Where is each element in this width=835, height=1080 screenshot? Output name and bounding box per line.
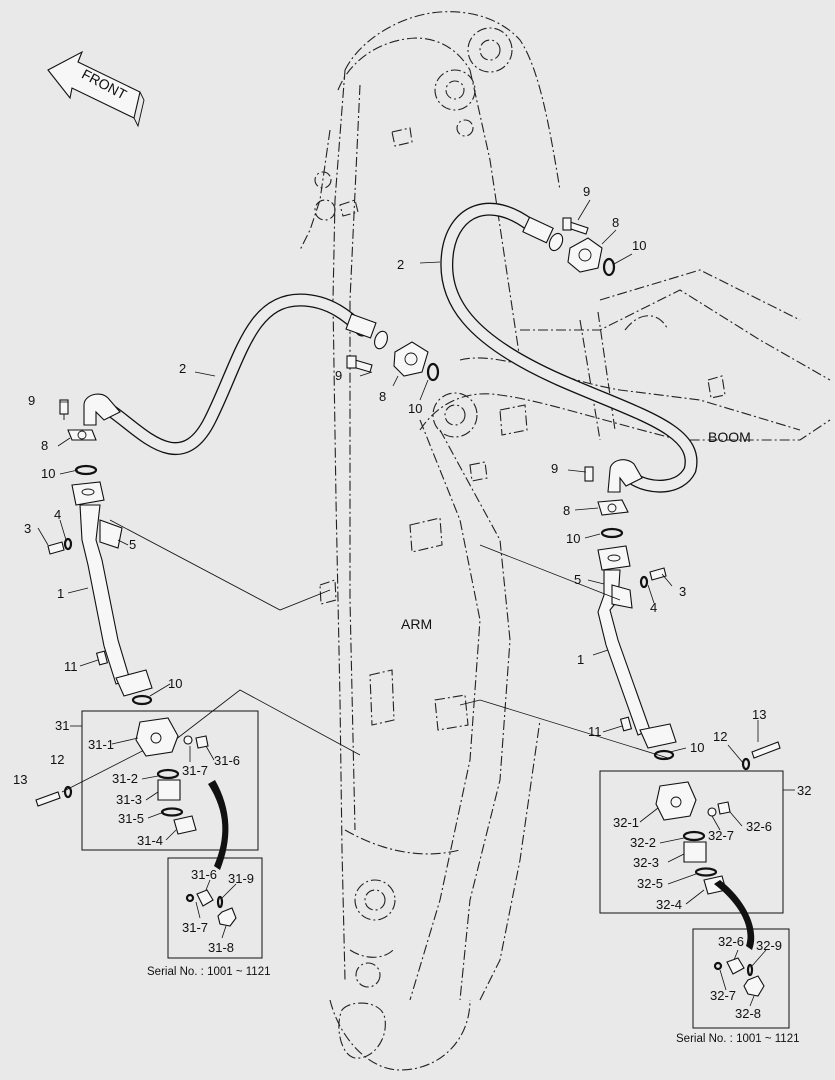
label-d32-6: 32-6: [718, 934, 744, 949]
label-bolt-top: 9: [583, 184, 590, 199]
label-31-4: 31-4: [137, 833, 163, 848]
label-boltpipe-right: 11: [588, 724, 602, 739]
hose-left: [103, 293, 369, 455]
label-bolt-left: 9: [28, 393, 35, 408]
label-clamp-right: 5: [574, 572, 581, 587]
pipe-left: [47, 399, 153, 706]
label-washer-left-b: 12: [50, 752, 64, 767]
serial-left: Serial No. : 1001 ~ 1121: [147, 966, 271, 978]
label-d31-9: 31-9: [228, 871, 254, 886]
label-oring-right-b: 10: [690, 740, 704, 755]
label-oring-left: 10: [41, 466, 55, 481]
label-32-5: 32-5: [637, 876, 663, 891]
assembly-31: [35, 710, 259, 870]
flange-set-top: [562, 217, 616, 277]
label-oring-right: 10: [566, 531, 580, 546]
boom-label: BOOM: [708, 429, 751, 445]
label-boltlong-right: 13: [752, 707, 766, 722]
label-group-31: 31: [55, 718, 69, 733]
label-32-3: 32-3: [633, 855, 659, 870]
label-d31-7: 31-7: [182, 920, 208, 935]
label-31-6: 31-6: [214, 753, 240, 768]
label-31-7: 31-7: [182, 763, 208, 778]
label-32-6: 32-6: [746, 819, 772, 834]
label-32-7: 32-7: [708, 828, 734, 843]
label-boltclamp-right: 3: [679, 584, 686, 599]
label-flange-left: 8: [41, 438, 48, 453]
label-32-2: 32-2: [630, 835, 656, 850]
label-31-5: 31-5: [118, 811, 144, 826]
label-32-4: 32-4: [656, 897, 682, 912]
serial-right: Serial No. : 1001 ~ 1121: [676, 1033, 800, 1045]
label-hose-top: 2: [397, 257, 404, 272]
hose-fittings: [83, 216, 643, 493]
label-washer-right-b: 12: [713, 729, 727, 744]
label-washer-left: 4: [54, 507, 61, 522]
label-d31-8: 31-8: [208, 940, 234, 955]
label-flange-right: 8: [563, 503, 570, 518]
label-31-3: 31-3: [116, 792, 142, 807]
label-oring-left-b: 10: [168, 676, 182, 691]
label-d32-8: 32-8: [735, 1006, 761, 1021]
label-clamp-left: 5: [129, 537, 136, 552]
label-hose-left: 2: [179, 361, 186, 376]
front-arrow-icon: FRONT: [47, 50, 145, 128]
label-group-32: 32: [797, 783, 811, 798]
label-bolt-right: 9: [551, 461, 558, 476]
label-washer-right: 4: [650, 600, 657, 615]
assembly-32: [599, 741, 795, 950]
hose-right: [440, 202, 698, 493]
arm-outline: [299, 11, 561, 1071]
detail-box-32: [692, 928, 790, 1029]
label-31-2: 31-2: [112, 771, 138, 786]
label-d32-9: 32-9: [756, 938, 782, 953]
label-boltclamp-left: 3: [24, 521, 31, 536]
label-boltlong-left: 13: [13, 772, 27, 787]
label-oring-mid: 10: [408, 401, 422, 416]
detail-box-31: [167, 857, 263, 959]
label-d31-6: 31-6: [191, 867, 217, 882]
label-flange-mid: 8: [379, 389, 386, 404]
label-bolt-mid: 9: [335, 368, 342, 383]
label-31-1: 31-1: [88, 737, 114, 752]
arm-label: ARM: [401, 616, 432, 632]
label-32-1: 32-1: [613, 815, 639, 830]
boom-outline: [419, 269, 831, 482]
label-boltpipe-left: 11: [64, 659, 78, 674]
label-d32-7: 32-7: [710, 988, 736, 1003]
label-pipe-left: 1: [57, 586, 64, 601]
label-pipe-right: 1: [577, 652, 584, 667]
flange-set-mid: [346, 341, 440, 382]
pipe-right: [584, 466, 677, 761]
label-oring-top: 10: [632, 238, 646, 253]
label-flange-top: 8: [612, 215, 619, 230]
